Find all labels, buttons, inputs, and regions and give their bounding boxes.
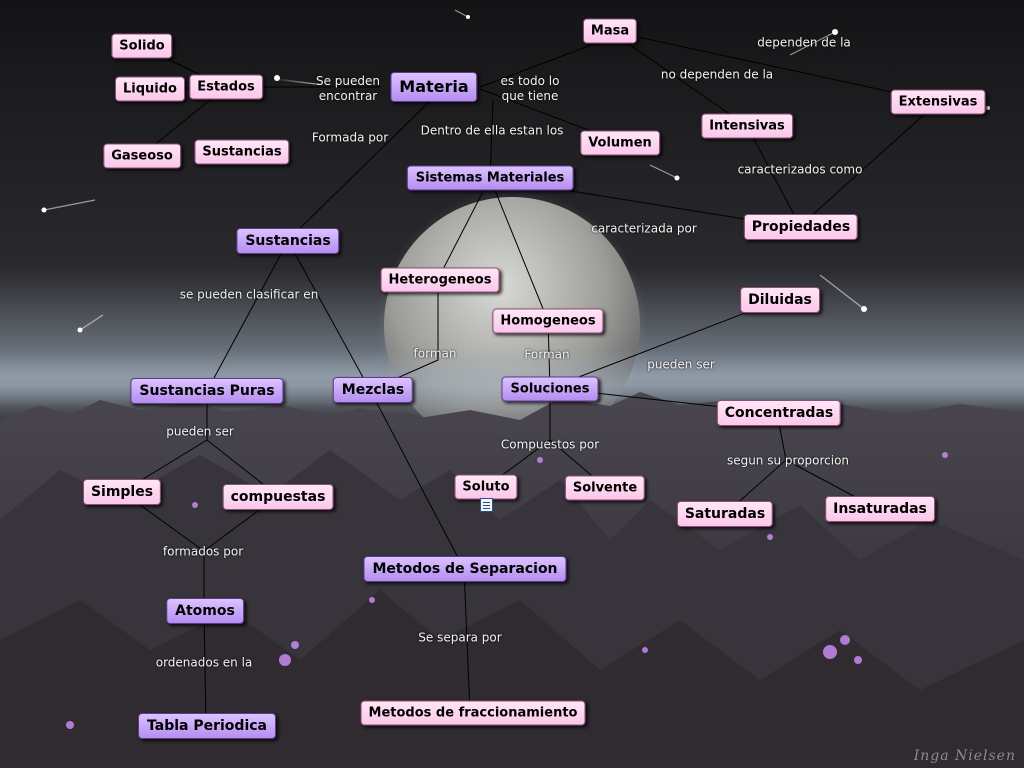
node-solido[interactable]: Solido bbox=[111, 33, 173, 59]
link-label-caracterizados-como: caracterizados como bbox=[737, 162, 863, 177]
link-label-se-pueden-clasificar-en: se pueden clasificar en bbox=[179, 287, 319, 302]
link-label-se-pueden-encontrar: Se pueden encontrar bbox=[315, 74, 381, 103]
link-label-es-todo-lo-que-tiene: es todo lo que tiene bbox=[500, 74, 560, 103]
node-homogeneos[interactable]: Homogeneos bbox=[492, 308, 604, 334]
node-volumen[interactable]: Volumen bbox=[580, 130, 660, 156]
node-insaturadas[interactable]: Insaturadas bbox=[825, 496, 935, 522]
link-label-no-dependen-de-la: no dependen de la bbox=[660, 67, 774, 82]
node-saturadas[interactable]: Saturadas bbox=[676, 501, 774, 527]
node-masa[interactable]: Masa bbox=[582, 18, 638, 44]
link-label-ordenados-en-la: ordenados en la bbox=[155, 655, 253, 670]
node-sustancias[interactable]: Sustancias bbox=[236, 228, 340, 254]
link-label-forman: forman bbox=[413, 346, 457, 361]
node-heterogeneos[interactable]: Heterogeneos bbox=[380, 267, 500, 293]
node-sustancias-estado[interactable]: Sustancias bbox=[194, 139, 290, 165]
node-extensivas[interactable]: Extensivas bbox=[890, 89, 986, 115]
node-mezclas[interactable]: Mezclas bbox=[332, 377, 414, 403]
link-label-forman-upper: Forman bbox=[524, 347, 570, 362]
node-atomos[interactable]: Atomos bbox=[166, 598, 244, 624]
node-estados[interactable]: Estados bbox=[189, 74, 263, 100]
node-metodos-fraccionamiento[interactable]: Metodos de fraccionamiento bbox=[360, 700, 586, 726]
node-diluidas[interactable]: Diluidas bbox=[740, 287, 820, 313]
artist-signature: Inga Nielsen bbox=[913, 748, 1016, 764]
link-label-dentro-de-ella: Dentro de ella estan los bbox=[420, 123, 564, 138]
node-solvente[interactable]: Solvente bbox=[564, 475, 646, 501]
node-metodos-separacion[interactable]: Metodos de Separacion bbox=[363, 556, 567, 582]
node-liquido[interactable]: Liquido bbox=[115, 76, 185, 102]
node-soluto[interactable]: Soluto bbox=[454, 474, 518, 500]
link-label-compuestos-por: Compuestos por bbox=[500, 437, 600, 452]
link-label-segun-su-proporcion: segun su proporcion bbox=[726, 453, 850, 468]
document-icon[interactable] bbox=[480, 498, 493, 512]
node-tabla-periodica[interactable]: Tabla Periodica bbox=[138, 713, 276, 739]
node-intensivas[interactable]: Intensivas bbox=[701, 113, 793, 139]
node-simples[interactable]: Simples bbox=[82, 479, 162, 505]
node-gaseoso[interactable]: Gaseoso bbox=[103, 143, 181, 169]
link-label-caracterizada-por: caracterizada por bbox=[591, 221, 697, 236]
link-label-dependen-de-la: dependen de la bbox=[757, 35, 851, 50]
node-concentradas[interactable]: Concentradas bbox=[716, 400, 842, 426]
node-soluciones[interactable]: Soluciones bbox=[501, 376, 599, 402]
node-compuestas[interactable]: compuestas bbox=[222, 484, 334, 510]
link-label-se-separa-por: Se separa por bbox=[418, 630, 502, 645]
node-propiedades[interactable]: Propiedades bbox=[743, 214, 859, 240]
link-label-formada-por: Formada por bbox=[311, 130, 389, 145]
link-label-formados-por: formados por bbox=[162, 544, 244, 559]
link-label-pueden-ser-puras: pueden ser bbox=[166, 424, 234, 439]
link-label-pueden-ser-soluciones: pueden ser bbox=[647, 357, 715, 372]
node-materia[interactable]: Materia bbox=[390, 72, 478, 102]
node-sustancias-puras[interactable]: Sustancias Puras bbox=[130, 378, 284, 404]
node-sistemas-materiales[interactable]: Sistemas Materiales bbox=[406, 165, 574, 191]
